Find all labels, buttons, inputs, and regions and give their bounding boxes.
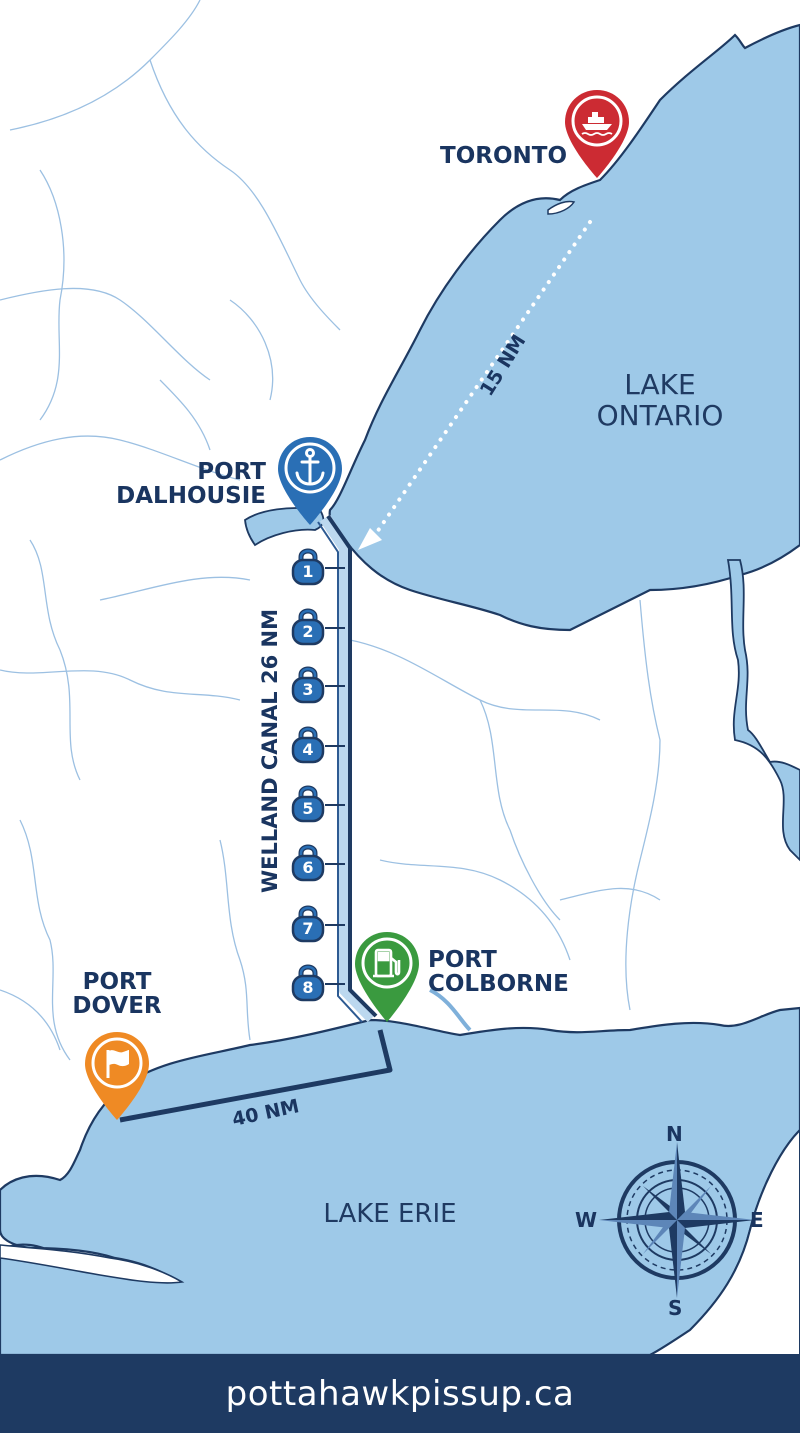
- lake-erie-label: LAKE ERIE: [323, 1199, 457, 1229]
- lock-number: 8: [302, 978, 314, 997]
- port-dover-pin[interactable]: [82, 1030, 152, 1122]
- port-colborne-line2: COLBORNE: [428, 971, 569, 998]
- footer-banner: pottahawkpissup.ca: [0, 1355, 800, 1433]
- padlock-icon: [291, 666, 325, 704]
- port-dalhousie-line1: PORT: [197, 459, 266, 485]
- port-dover-line2: DOVER: [72, 993, 162, 1020]
- lock-number: 2: [302, 622, 314, 641]
- welland-canal-label: WELLAND CANAL 26 NM: [257, 608, 282, 894]
- lake-ontario-line1: LAKE: [624, 368, 696, 401]
- port-dalhousie-label: PORT DALHOUSIE: [116, 460, 266, 508]
- erie-route: [119, 1029, 393, 1123]
- lock-number: 1: [302, 562, 314, 581]
- boat-icon: [581, 112, 613, 136]
- port-colborne-line1: PORT: [428, 947, 497, 973]
- lock-8[interactable]: 8: [291, 962, 325, 1002]
- compass-north: N: [666, 1122, 683, 1146]
- lock-2[interactable]: 2: [291, 606, 325, 646]
- land-rivers: [0, 0, 661, 1061]
- port-dover-label: PORT DOVER: [70, 970, 164, 1018]
- lock-3[interactable]: 3: [291, 664, 325, 704]
- port-colborne-label: PORT COLBORNE: [428, 948, 569, 996]
- padlock-icon: [291, 785, 325, 823]
- toronto-label: TORONTO: [440, 143, 567, 169]
- port-colborne-pin[interactable]: [352, 930, 422, 1024]
- port-dalhousie-line2: DALHOUSIE: [116, 483, 266, 510]
- compass-west: W: [575, 1208, 598, 1232]
- flag-icon: [106, 1050, 129, 1078]
- padlock-icon: [291, 726, 325, 764]
- lake-ontario-shape: [328, 23, 800, 632]
- lock-1[interactable]: 1: [291, 546, 325, 586]
- website-url[interactable]: pottahawkpissup.ca: [225, 1374, 575, 1414]
- padlock-icon: [291, 905, 325, 943]
- padlock-icon: [291, 608, 325, 646]
- padlock-icon: [291, 548, 325, 586]
- lock-number: 3: [302, 680, 314, 699]
- welland-canal: [317, 514, 378, 1023]
- lock-4[interactable]: 4: [291, 724, 325, 764]
- lock-number: 6: [302, 858, 314, 877]
- lock-number: 4: [302, 740, 314, 759]
- fuel-pump-icon: [373, 948, 401, 978]
- padlock-icon: [291, 844, 325, 882]
- compass-east: E: [750, 1208, 764, 1232]
- compass-south: S: [668, 1296, 683, 1320]
- lock-number: 5: [302, 799, 314, 818]
- lock-7[interactable]: 7: [291, 903, 325, 943]
- route-map: [0, 0, 800, 1355]
- port-dover-line1: PORT: [82, 969, 152, 995]
- lake-ontario-line2: ONTARIO: [596, 398, 724, 432]
- lock-number: 7: [302, 919, 314, 938]
- toronto-route: [358, 220, 592, 550]
- compass-rose-icon: [599, 1142, 755, 1298]
- niagara-river: [726, 559, 800, 862]
- port-dalhousie-pin[interactable]: [276, 435, 344, 527]
- lock-6[interactable]: 6: [291, 842, 325, 882]
- anchor-icon: [295, 448, 325, 486]
- lake-ontario-label: LAKE ONTARIO: [570, 368, 750, 432]
- toronto-pin[interactable]: [562, 88, 632, 180]
- padlock-icon: [291, 964, 325, 1002]
- lock-5[interactable]: 5: [291, 783, 325, 823]
